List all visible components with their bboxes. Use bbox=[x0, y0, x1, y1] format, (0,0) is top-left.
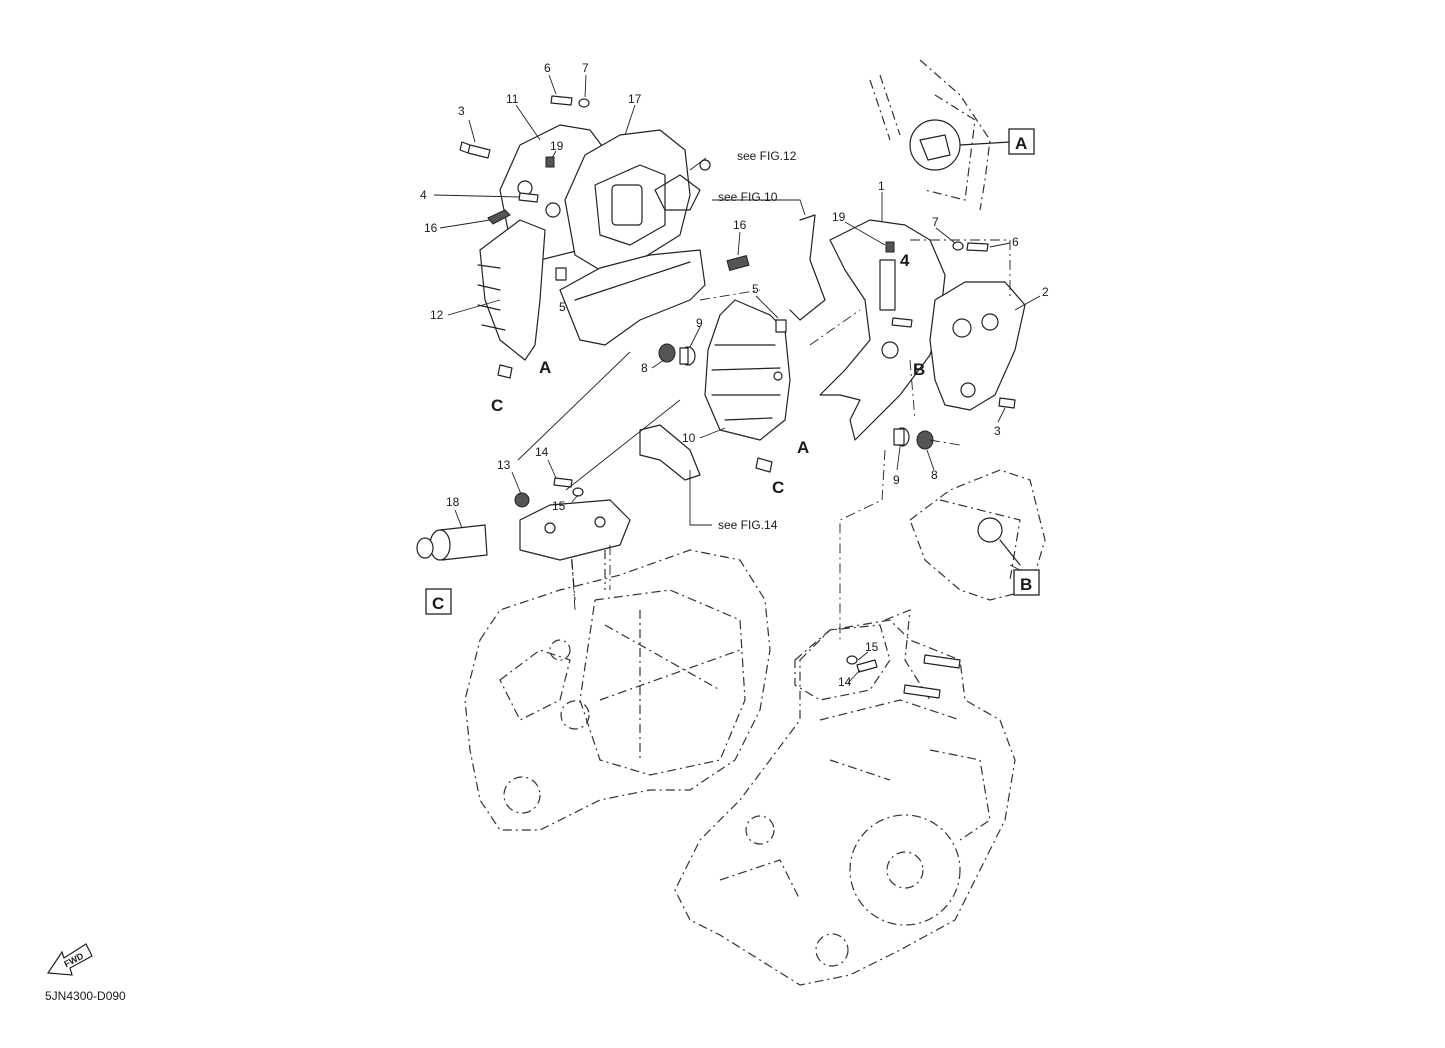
callout-7-right: 7 bbox=[932, 215, 939, 229]
grommet-8-right bbox=[916, 430, 934, 450]
detail-a-inset bbox=[869, 59, 1011, 211]
engine-case-left bbox=[464, 539, 771, 831]
bracket-lower-left bbox=[519, 499, 631, 561]
callout-4-left: 4 bbox=[420, 188, 427, 202]
callout-2: 2 bbox=[1042, 285, 1049, 299]
damper-16-left bbox=[487, 209, 511, 225]
see-fig10-label: see FIG.10 bbox=[718, 190, 778, 204]
engine-case-right bbox=[674, 619, 1016, 986]
callout-6-right: 6 bbox=[1012, 235, 1019, 249]
cover-12 bbox=[477, 219, 546, 361]
callout-14-left: 14 bbox=[535, 445, 549, 459]
bolt-3-left bbox=[459, 141, 491, 159]
bolt-4-left bbox=[518, 192, 539, 203]
callout-13: 13 bbox=[497, 458, 511, 472]
detail-letter-c-left: C bbox=[491, 396, 503, 415]
callout-9-mid: 9 bbox=[696, 316, 703, 330]
bolt-6-top bbox=[550, 95, 573, 106]
see-fig12-label: see FIG.12 bbox=[737, 149, 797, 163]
bolt-3-right bbox=[998, 397, 1016, 409]
detail-b-inset bbox=[909, 469, 1046, 601]
collar-9-right bbox=[893, 427, 910, 447]
diagram-code: 5JN4300-D090 bbox=[45, 989, 126, 1003]
bolt-right-a bbox=[923, 654, 961, 669]
cover-1 bbox=[819, 219, 946, 441]
detail-box-a-letter: A bbox=[1015, 134, 1027, 153]
cover-17 bbox=[564, 129, 691, 271]
callout-4-right: 4 bbox=[900, 251, 910, 270]
grommet-8-mid bbox=[658, 343, 676, 363]
washer-15-left bbox=[572, 487, 584, 497]
callout-8-right: 8 bbox=[931, 468, 938, 482]
washer-15-right bbox=[846, 655, 858, 665]
callout-15-left: 15 bbox=[552, 499, 566, 513]
detail-box-c-letter: C bbox=[432, 594, 444, 613]
callout-5-mid: 5 bbox=[752, 282, 759, 296]
callout-14-right: 14 bbox=[838, 675, 852, 689]
callout-numbers: 3 11 6 7 17 19 4 16 5 12 16 5 9 8 10 1 1… bbox=[420, 61, 1049, 689]
bolt-right-b bbox=[903, 684, 941, 699]
callout-9-right: 9 bbox=[893, 473, 900, 487]
detail-box-a: A bbox=[1008, 128, 1035, 155]
callout-1: 1 bbox=[878, 179, 885, 193]
callout-8-mid: 8 bbox=[641, 361, 648, 375]
callout-5-left: 5 bbox=[559, 300, 566, 314]
callout-6-top: 6 bbox=[544, 61, 551, 75]
detail-letter-a-mid: A bbox=[797, 438, 809, 457]
callout-15-right: 15 bbox=[865, 640, 879, 654]
detail-letters: A C A C B bbox=[491, 358, 925, 497]
nut-5-mid bbox=[775, 319, 787, 333]
detail-letter-c-mid: C bbox=[772, 478, 784, 497]
fwd-arrow-icon: FWD bbox=[46, 943, 93, 976]
bolt-14-right bbox=[856, 659, 878, 673]
fig-references: see FIG.12 see FIG.10 see FIG.14 bbox=[718, 149, 797, 532]
bracket-lower-right bbox=[794, 609, 931, 701]
see-fig14-label: see FIG.14 bbox=[718, 518, 778, 532]
cover-2 bbox=[929, 281, 1026, 411]
detail-letter-a-left: A bbox=[539, 358, 551, 377]
damper-16-mid bbox=[726, 254, 750, 272]
leader-lines bbox=[433, 74, 1041, 684]
bolt-6-right bbox=[966, 242, 989, 252]
collar-9-mid bbox=[679, 346, 696, 366]
guide-lines bbox=[517, 239, 1011, 640]
detail-box-c: C bbox=[425, 588, 452, 615]
nut-5-left bbox=[555, 267, 567, 281]
clip-19-right bbox=[885, 241, 895, 253]
callout-3-right: 3 bbox=[994, 424, 1001, 438]
callout-18: 18 bbox=[446, 495, 460, 509]
bolt-14-left bbox=[553, 477, 573, 488]
clip-c-left bbox=[497, 364, 513, 379]
clip-19-left bbox=[545, 156, 555, 168]
callout-16-left: 16 bbox=[424, 221, 438, 235]
detail-letter-b: B bbox=[913, 360, 925, 379]
bracket-fig14 bbox=[639, 424, 701, 481]
grommet-13 bbox=[514, 492, 530, 508]
washer-7-right bbox=[952, 241, 964, 251]
cover-panel-lower bbox=[559, 249, 706, 346]
callout-19-left: 19 bbox=[550, 139, 564, 153]
bolt-4-right bbox=[891, 317, 913, 328]
callout-11: 11 bbox=[506, 92, 519, 106]
bracket-fig10 bbox=[789, 214, 826, 321]
callout-7-top: 7 bbox=[582, 61, 589, 75]
bolt-18 bbox=[416, 524, 488, 561]
callout-10: 10 bbox=[682, 431, 696, 445]
detail-box-b: B bbox=[1013, 569, 1040, 596]
bracket-upper-right bbox=[654, 159, 711, 211]
callout-19-right: 19 bbox=[832, 210, 846, 224]
callout-17: 17 bbox=[628, 92, 642, 106]
callout-16-mid: 16 bbox=[733, 218, 747, 232]
washer-7-top bbox=[578, 98, 590, 108]
callout-3-left: 3 bbox=[458, 104, 465, 118]
detail-box-b-letter: B bbox=[1020, 575, 1032, 594]
clip-c-mid bbox=[755, 457, 773, 473]
callout-12: 12 bbox=[430, 308, 444, 322]
